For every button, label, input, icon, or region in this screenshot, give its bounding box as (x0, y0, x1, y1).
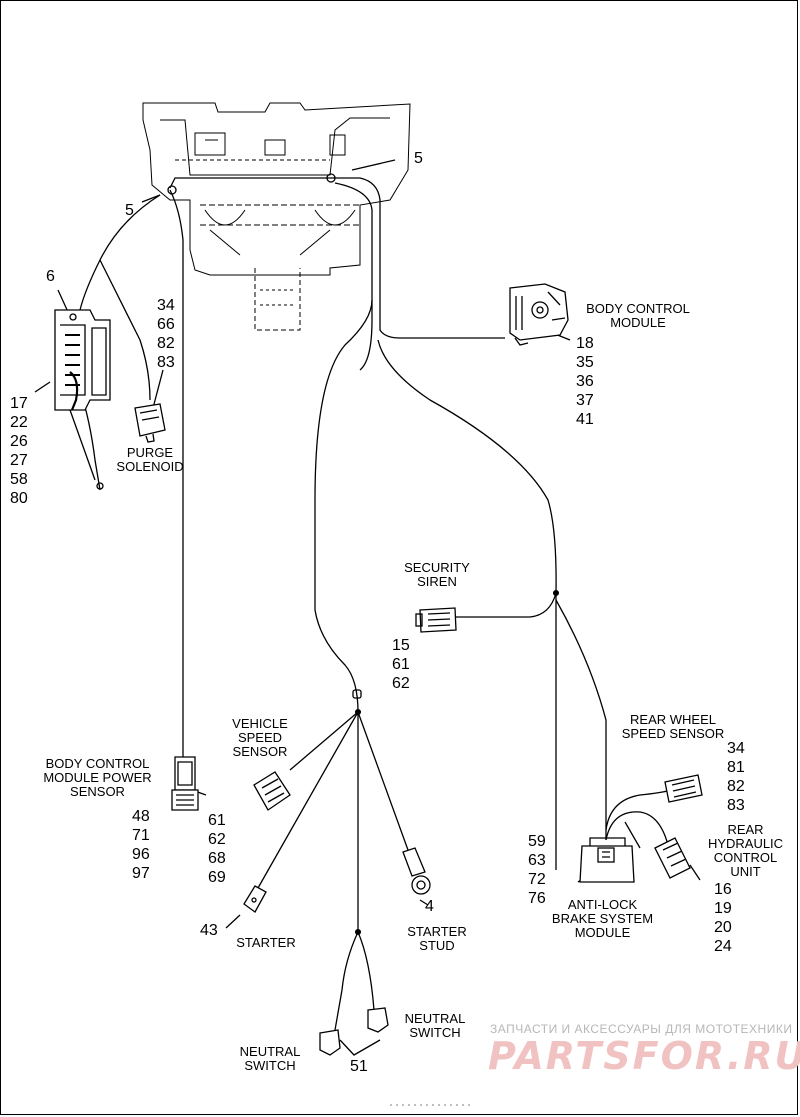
callout-6: 6 (46, 268, 55, 285)
callout-stack-abs: 59 63 72 76 (528, 833, 546, 907)
bcm-power-sensor-connector-icon (171, 756, 199, 811)
label-starter-stud: STARTER STUD (407, 924, 467, 953)
rear-wheel-speed-sensor-connector-icon (664, 774, 703, 803)
label-rear-hydraulic-control-unit: REAR HYDRAULIC CONTROL UNIT (707, 822, 784, 879)
vehicle-speed-sensor-connector-icon (253, 771, 291, 811)
frame-mount-drawing (142, 102, 411, 331)
left-module-icon (54, 309, 111, 490)
body-control-module-icon (509, 283, 569, 346)
label-body-control-module: BODY CONTROL MODULE (586, 301, 690, 330)
harness-to-hcu (605, 811, 669, 846)
callout-5-left: 5 (125, 202, 134, 219)
neutral-switch-terminals-icon (319, 1007, 389, 1056)
label-bcm-power-sensor: BODY CONTROL MODULE POWER SENSOR (43, 756, 152, 799)
callout-stack-vss: 61 62 68 69 (208, 812, 226, 886)
label-abs-module: ANTI-LOCK BRAKE SYSTEM MODULE (551, 897, 654, 940)
callout-51: 51 (350, 1058, 368, 1075)
callout-stack-purge: 34 66 82 83 (157, 297, 175, 371)
harness-to-purge (99, 259, 151, 401)
harness-to-starter-stud (357, 711, 409, 851)
harness-to-abs (377, 339, 557, 870)
harness-to-starter (257, 711, 359, 889)
callout-stack-bcm: 18 35 36 37 41 (576, 335, 594, 428)
label-security-siren: SECURITY SIREN (404, 560, 470, 589)
label-vehicle-speed-sensor: VEHICLE SPEED SENSOR (232, 716, 288, 759)
starter-stud-terminal-icon (402, 847, 431, 895)
callout-stack-bcm-power: 48 71 96 97 (132, 808, 150, 882)
callout-stack-left-module: 17 22 26 27 58 80 (10, 395, 28, 507)
hcu-connector-icon (654, 837, 691, 879)
purge-solenoid-connector-icon (134, 403, 166, 443)
abs-module-icon (579, 837, 635, 883)
label-starter: STARTER (236, 935, 296, 950)
starter-connector-icon (243, 885, 267, 913)
harness-to-bcm (169, 177, 505, 339)
label-rear-wheel-speed-sensor: REAR WHEEL SPEED SENSOR (621, 712, 725, 741)
harness-to-rear-wheel-sensor (605, 789, 673, 831)
harness-to-siren (455, 592, 557, 618)
watermark-logo: PARTSFOR.RU (488, 1034, 800, 1078)
callout-stack-hcu: 16 19 20 24 (714, 881, 732, 955)
harness-to-vss (289, 711, 359, 771)
harness-trunk-main (314, 299, 373, 713)
label-neutral-switch-left: NEUTRAL SWITCH (239, 1044, 301, 1073)
callout-5-right: 5 (414, 150, 423, 167)
callout-stack-rear-wheel-sensor: 34 81 82 83 (727, 740, 745, 814)
watermark-tagline: ЗАПЧАСТИ И АКСЕССУАРЫ ДЛЯ МОТОТЕХНИКИ (490, 1022, 793, 1036)
security-siren-connector-icon (415, 607, 457, 633)
ground-point-icon (326, 173, 336, 183)
callout-stack-siren: 15 61 62 (392, 637, 410, 692)
ground-point-icon (167, 185, 177, 195)
callout-43: 43 (200, 922, 218, 939)
harness-to-bcm-power (169, 189, 184, 760)
label-neutral-switch-right: NEUTRAL SWITCH (404, 1011, 466, 1040)
callout-4: 4 (425, 898, 434, 915)
label-purge-solenoid: PURGE SOLENOID (116, 445, 184, 474)
